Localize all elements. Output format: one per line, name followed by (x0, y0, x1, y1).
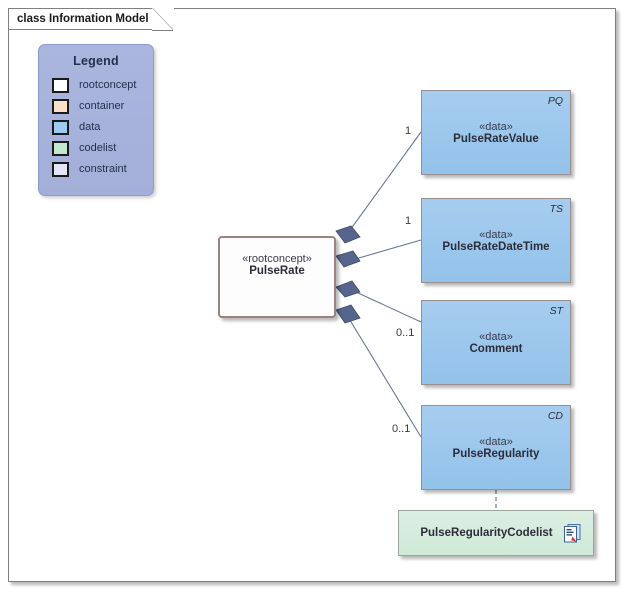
legend-label-constraint: constraint (79, 163, 127, 175)
legend-item-constraint: constraint (39, 159, 153, 179)
class-box-pulseratedatetime[interactable]: TS «data» PulseRateDateTime (421, 198, 571, 283)
class-box-pulserate[interactable]: «rootconcept» PulseRate (218, 236, 336, 318)
legend-title: Legend (73, 54, 119, 68)
legend-label-container: container (79, 100, 125, 112)
multiplicity-comment: 0..1 (396, 327, 415, 339)
multiplicity-pulseregularity: 0..1 (392, 423, 411, 435)
class-name-pulseregularity: PulseRegularity (452, 447, 540, 460)
class-box-pulseregularitycodelist[interactable]: PulseRegularityCodelist (398, 510, 594, 556)
legend-swatch-codelist (52, 140, 69, 156)
legend-item-codelist: codelist (39, 138, 153, 158)
class-stereotype-pulseregularity: «data» (479, 435, 513, 448)
class-box-pulseregularity[interactable]: CD «data» PulseRegularity (421, 405, 571, 490)
class-box-pulseratevalue[interactable]: PQ «data» PulseRateValue (421, 90, 571, 175)
legend-swatch-rootconcept (52, 77, 69, 93)
class-stereotype-pulseratevalue: «data» (479, 120, 513, 133)
class-stereotype-comment: «data» (479, 330, 513, 343)
legend-label-codelist: codelist (79, 142, 117, 154)
class-tag-comment: ST (549, 305, 563, 317)
artifact-icon (564, 523, 581, 543)
class-stereotype-pulserate: «rootconcept» (242, 252, 312, 265)
class-name-pulseratedatetime: PulseRateDateTime (442, 240, 550, 253)
legend-item-data: data (39, 117, 153, 137)
class-tag-pulseratevalue: PQ (547, 95, 563, 107)
class-name-pulseratevalue: PulseRateValue (453, 132, 539, 145)
class-name-pulserate: PulseRate (249, 264, 305, 277)
legend[interactable]: Legend rootconcept container data codeli… (38, 44, 154, 196)
multiplicity-pulseratedatetime: 1 (405, 215, 412, 227)
legend-swatch-container (52, 98, 69, 114)
tab-slant-decoration (151, 8, 174, 31)
class-name-comment: Comment (469, 342, 523, 355)
diagram-title-tab[interactable]: class Information Model (8, 8, 174, 31)
legend-item-rootconcept: rootconcept (39, 75, 153, 95)
class-box-comment[interactable]: ST «data» Comment (421, 300, 571, 385)
page-title: class Information Model (17, 13, 149, 25)
legend-label-rootconcept: rootconcept (79, 79, 137, 91)
class-tag-pulseregularity: CD (547, 410, 563, 422)
class-stereotype-pulseratedatetime: «data» (479, 228, 513, 241)
legend-swatch-constraint (52, 161, 69, 177)
legend-item-container: container (39, 96, 153, 116)
legend-swatch-data (52, 119, 69, 135)
legend-label-data: data (79, 121, 101, 133)
multiplicity-pulseratevalue: 1 (405, 125, 412, 137)
class-name-pulseregularitycodelist: PulseRegularityCodelist (420, 527, 553, 539)
class-tag-pulseratedatetime: TS (549, 203, 563, 215)
